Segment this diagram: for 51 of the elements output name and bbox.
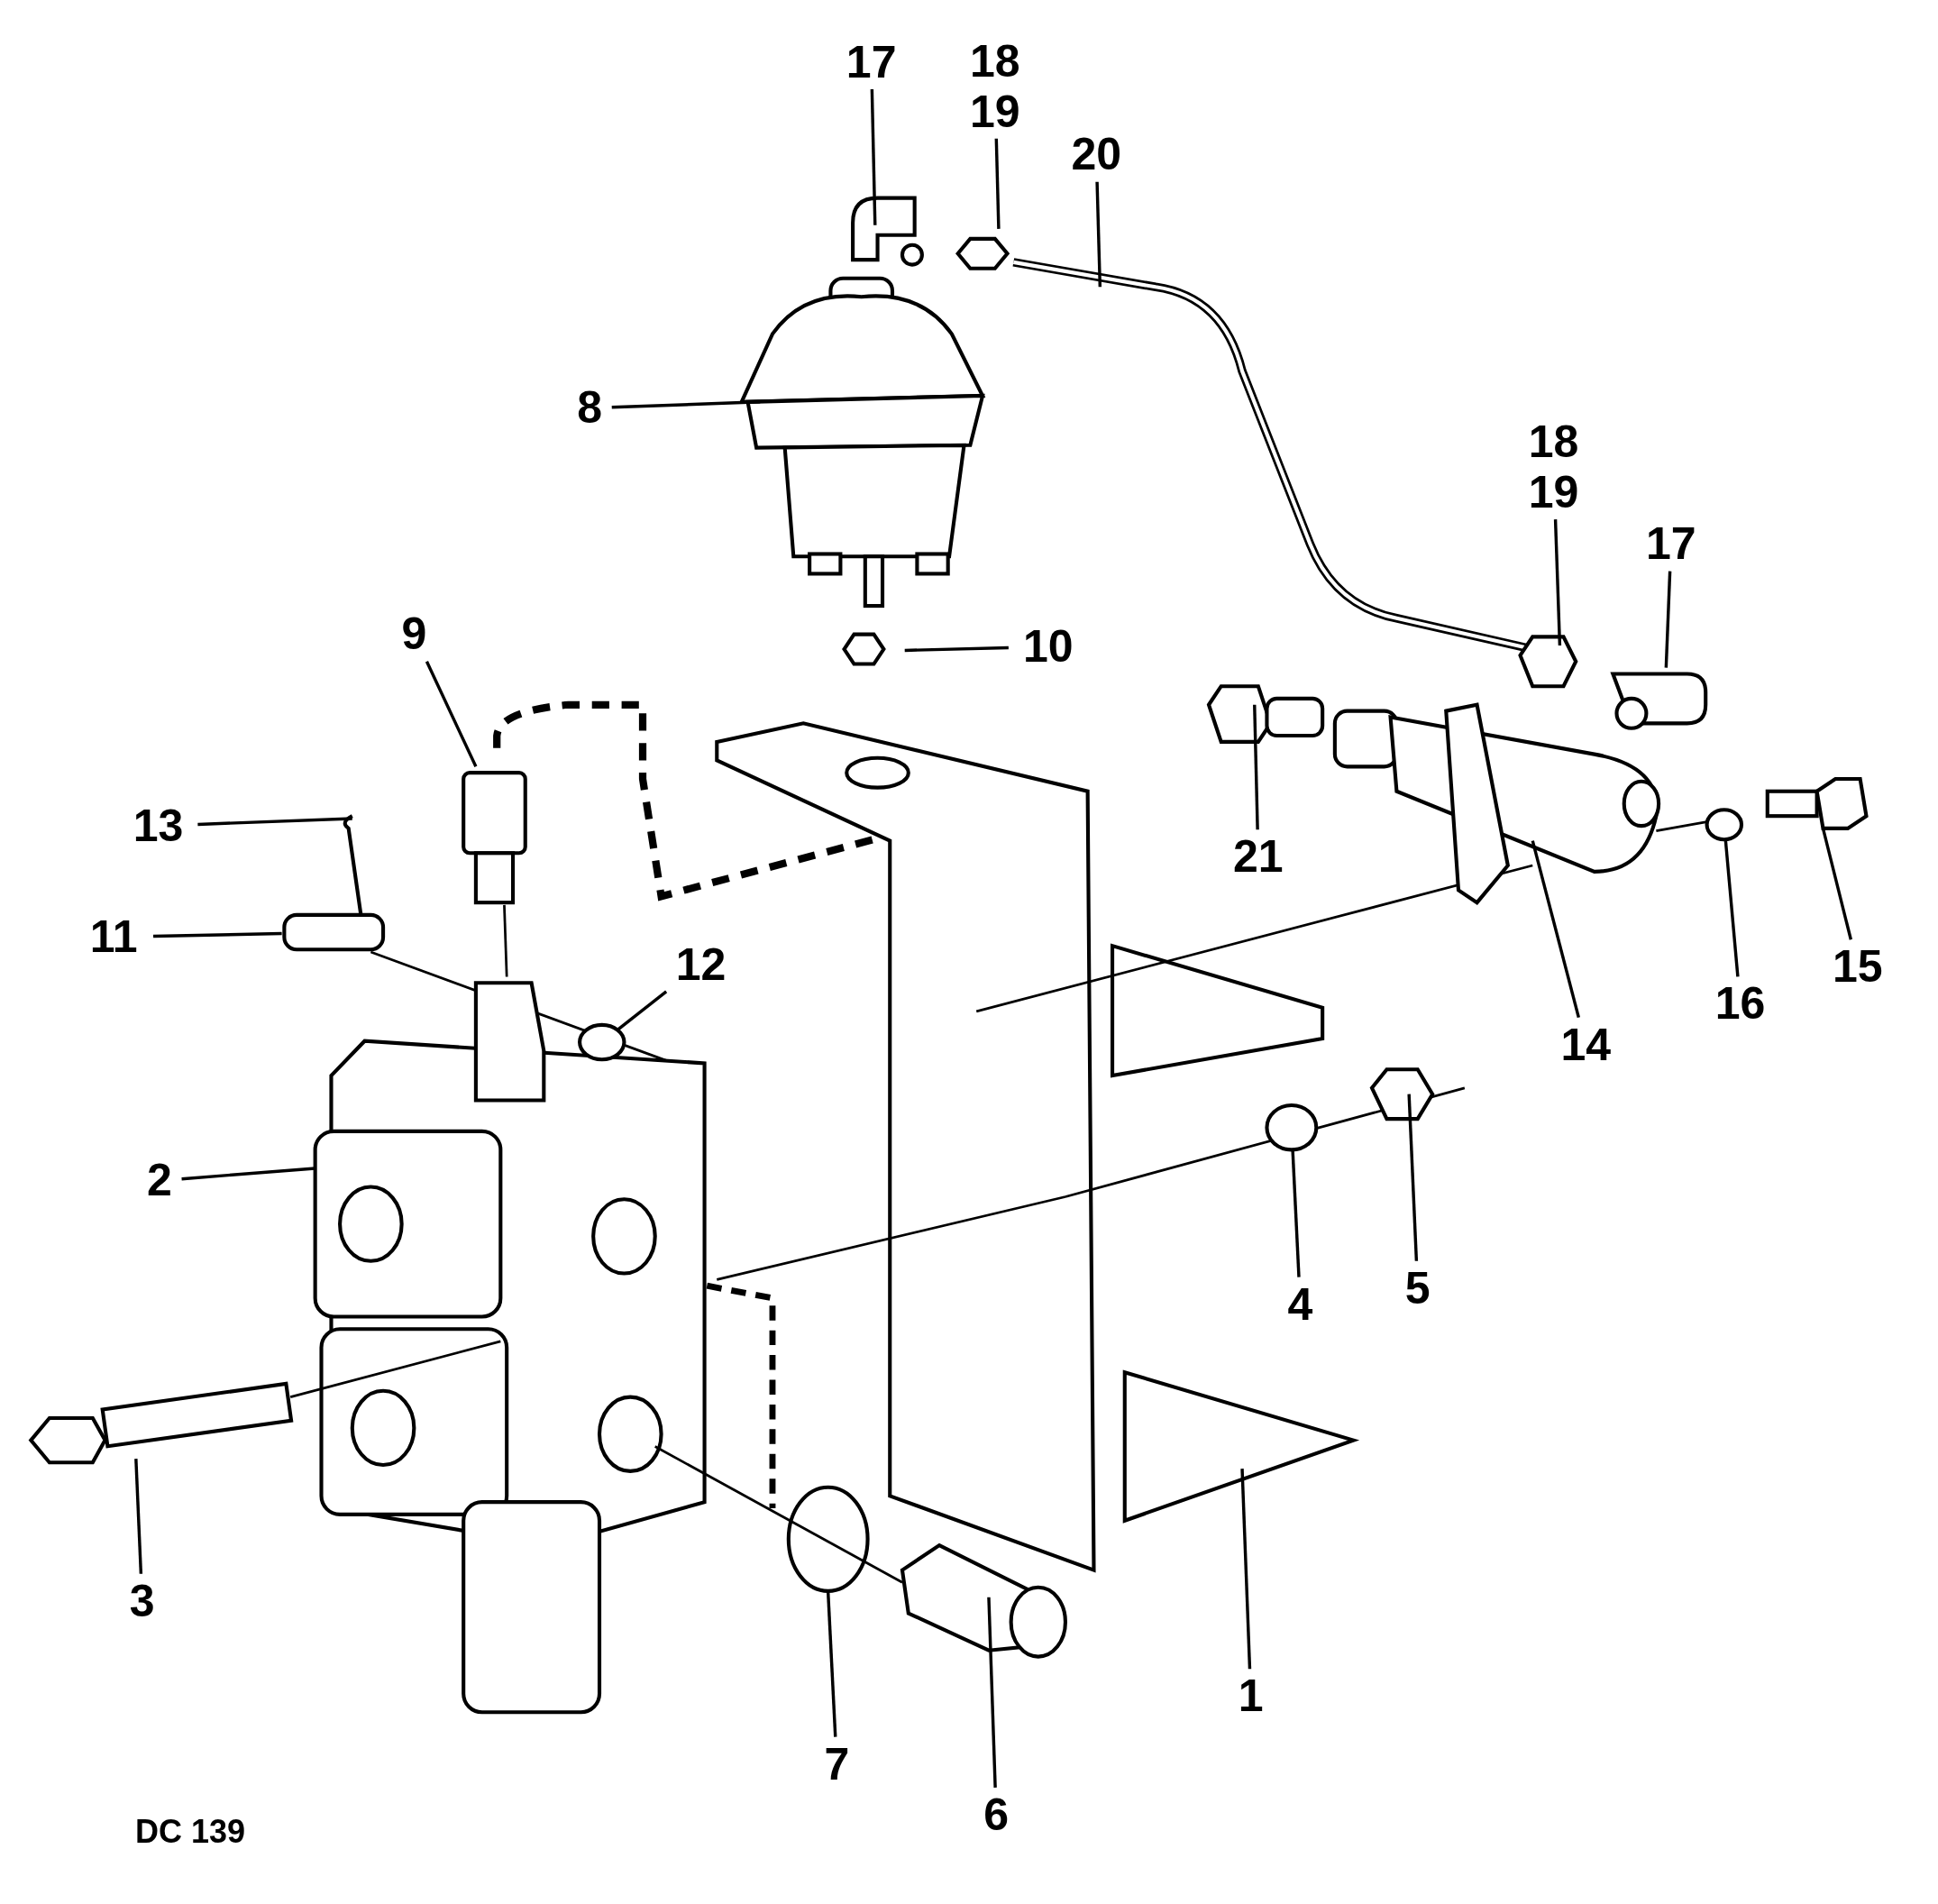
callout-number: 18 (1528, 416, 1579, 468)
leader-line (153, 931, 282, 938)
leader-line (987, 1597, 997, 1788)
callout-number: 9 (401, 609, 427, 660)
callout-number: 5 (1404, 1262, 1431, 1314)
washer (1265, 1103, 1319, 1152)
callout-number: 7 (824, 1738, 850, 1790)
callout-number: 12 (675, 938, 727, 990)
callout-number: 19 (1528, 467, 1579, 518)
callout-number: 13 (133, 800, 184, 851)
leader-line (425, 661, 478, 768)
leader-line (1240, 1469, 1252, 1670)
callout-number: 20 (1071, 129, 1122, 180)
leader-line (617, 990, 668, 1031)
callout-number: 14 (1560, 1019, 1611, 1070)
callout-number: 18 (969, 35, 1020, 87)
callout-number: 17 (1646, 518, 1696, 570)
leader-line (1664, 571, 1672, 668)
callout-number: 15 (1833, 941, 1883, 993)
callout-number: 16 (1714, 978, 1766, 1030)
leader-line (1291, 1149, 1301, 1277)
leader-line (994, 138, 1001, 229)
callout-number: 1 (1238, 1671, 1264, 1722)
callout-number: 2 (146, 1155, 172, 1206)
leader-line (1407, 1094, 1419, 1261)
leader-line (1531, 840, 1580, 1019)
bolt-drawing (1765, 777, 1869, 830)
callout-number: 6 (983, 1789, 1010, 1840)
leader-line (1821, 828, 1852, 940)
callout-number: 21 (1233, 831, 1284, 883)
washer (578, 1022, 626, 1062)
callout-number: 3 (129, 1575, 155, 1626)
drawing-code: DC 139 (135, 1812, 246, 1852)
callout-number: 4 (1287, 1278, 1313, 1330)
callout-number: 11 (89, 911, 138, 963)
leader-line (1553, 519, 1562, 645)
callout-number: 17 (846, 36, 897, 87)
leader-line (1253, 704, 1259, 830)
leader-line (197, 817, 352, 827)
callout-number: 10 (1022, 621, 1074, 673)
leader-line (826, 1592, 837, 1737)
leader-line (611, 400, 761, 409)
leader-line (870, 88, 877, 225)
leader-line (904, 645, 1009, 653)
callout-number: 8 (577, 382, 602, 434)
leader-line (1095, 181, 1102, 288)
washer (1705, 808, 1744, 842)
leader-line (134, 1459, 143, 1574)
leader-line (1723, 839, 1740, 977)
callout-number: 19 (969, 86, 1020, 137)
leader-line (181, 1167, 315, 1181)
